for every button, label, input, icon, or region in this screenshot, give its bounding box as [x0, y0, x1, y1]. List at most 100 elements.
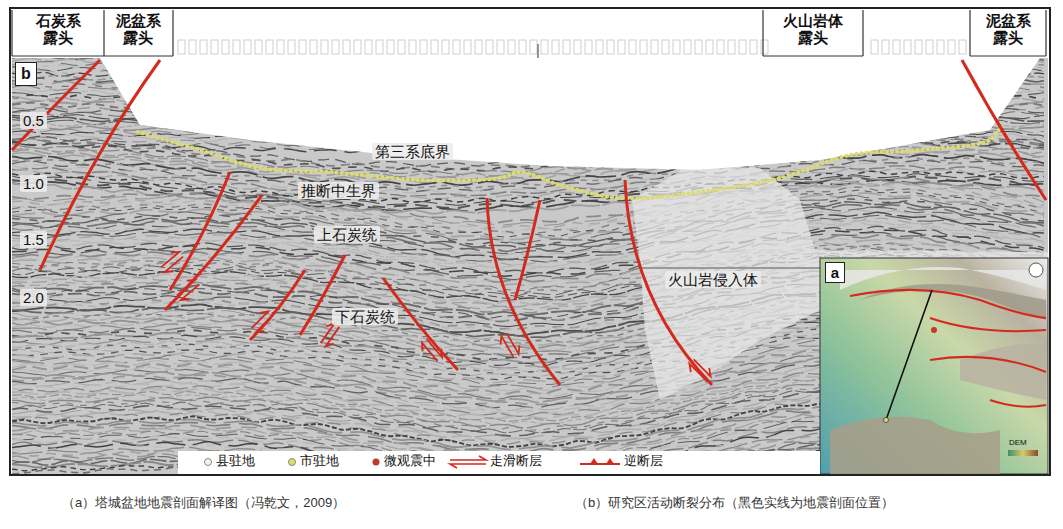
- seismic-trace: [12, 84, 1044, 95]
- shotpoint-tick: [574, 40, 581, 54]
- slip-arrows: [686, 356, 714, 384]
- slip-arrow: [248, 308, 269, 329]
- reflector: [640, 267, 822, 269]
- relief: [830, 417, 1000, 474]
- seismic-trace: [12, 86, 1044, 98]
- outcrop-bracket: [763, 56, 863, 57]
- shotpoint-tick: [519, 40, 526, 54]
- shotpoint-tick: [299, 40, 306, 54]
- active-fault: [930, 318, 1046, 331]
- shotpoint-tick: [178, 40, 185, 54]
- shotpoint-tick: [530, 40, 537, 54]
- shotpoint-tick: [365, 40, 372, 54]
- frame: [10, 8, 1050, 475]
- shotpoint-tick: [376, 40, 383, 54]
- shotpoint-tick: [354, 40, 361, 54]
- outcrop-bracket: [172, 10, 173, 56]
- shotpoint-tick: [618, 40, 625, 54]
- active-fault: [850, 290, 1046, 318]
- shotpoint-tick: [409, 40, 416, 54]
- shotpoint-tick: [640, 40, 647, 54]
- shotpoint-tick: [189, 40, 196, 54]
- shotpoint-tick: [277, 40, 284, 54]
- fault-line: [962, 60, 1046, 200]
- shotpoint-tick: [200, 40, 207, 54]
- seismic-ground: [12, 58, 1048, 474]
- slip-arrow: [418, 343, 437, 365]
- shotpoint-tick: [761, 40, 768, 54]
- shotpoint-ticks: [12, 10, 1046, 58]
- shotpoint-tick: [662, 40, 669, 54]
- thrust-tooth: [606, 458, 614, 464]
- dem-label: DEM: [1009, 438, 1027, 447]
- shotpoint-tick: [904, 40, 911, 54]
- panel-letter-box: a: [825, 262, 845, 283]
- shotpoint-tick: [442, 40, 449, 54]
- slip-arrow: [694, 356, 715, 377]
- shotpoint-tick: [717, 40, 724, 54]
- fault-line: [250, 270, 305, 340]
- seismic-trace: [12, 66, 1044, 78]
- shotpoint-tick: [673, 40, 680, 54]
- seismic-trace: [12, 103, 1044, 115]
- slip-arrow: [256, 316, 277, 337]
- shotpoint-tick: [222, 40, 229, 54]
- outcrop-label: 火山岩体露头: [780, 12, 846, 47]
- time-axis-value: 2.0: [20, 289, 47, 306]
- seismic-trace: [12, 100, 1044, 112]
- legend-text: 微观震中: [384, 454, 436, 468]
- shotpoint-tick: [937, 40, 944, 54]
- outcrop-bracket: [862, 10, 863, 56]
- shotpoint-tick: [475, 40, 482, 54]
- shotpoint-tick: [893, 40, 900, 54]
- strike-slip-symbol: [450, 464, 486, 468]
- shotpoint-tick: [651, 40, 658, 54]
- tertiary-base-line: [138, 128, 1000, 198]
- fault-line: [515, 200, 540, 300]
- dem-scale: [1008, 450, 1038, 456]
- shotpoint-tick: [211, 40, 218, 54]
- epicenter: [931, 327, 937, 333]
- relief: [960, 344, 1046, 400]
- seismic-trace: [12, 55, 1044, 67]
- slip-arrow: [326, 327, 344, 350]
- slip-arrow: [174, 276, 196, 295]
- shotpoint-tick: [706, 40, 713, 54]
- city-dot: [884, 418, 889, 423]
- seismic-trace: [12, 125, 1044, 137]
- seismic-trace: [12, 97, 1044, 109]
- figure-caption: （a）塔城盆地地震剖面解译图（冯乾文，2009）: [62, 496, 345, 511]
- shotpoint-tick: [486, 40, 493, 54]
- shotpoint-tick: [629, 40, 636, 54]
- seismic-trace: [12, 77, 1044, 89]
- fault-line: [487, 198, 560, 385]
- time-axis-value: 0.5: [20, 112, 47, 129]
- slip-arrow: [497, 336, 513, 359]
- outcrop-bracket: [104, 56, 173, 57]
- shotpoint-tick: [321, 40, 328, 54]
- shotpoint-tick: [541, 40, 548, 54]
- legend-text: 走滑断层: [490, 454, 542, 468]
- shotpoint-tick: [244, 40, 251, 54]
- shotpoint-tick: [431, 40, 438, 54]
- shotpoint-tick: [871, 40, 878, 54]
- seismic-trace: [12, 58, 1044, 70]
- profile-mark: [538, 44, 539, 58]
- time-axis-value: 1.0: [20, 175, 47, 192]
- fault-line: [12, 60, 100, 150]
- legend-bar: [178, 451, 820, 474]
- shotpoint-tick: [387, 40, 394, 54]
- unit-label: 推断中生界: [298, 182, 379, 199]
- shotpoint-tick: [508, 40, 515, 54]
- shotpoint-tick: [420, 40, 427, 54]
- shotpoint-tick: [453, 40, 460, 54]
- seismic-trace: [12, 89, 1044, 100]
- seismic-traces: [12, 52, 1048, 497]
- seismic-trace: [12, 69, 1044, 81]
- fault-line: [40, 60, 160, 270]
- slip-arrow: [686, 364, 707, 385]
- seismic-trace: [12, 61, 1044, 72]
- seismic-trace: [12, 117, 1044, 128]
- legend-text: 逆断层: [624, 454, 663, 468]
- shotpoint-tick: [607, 40, 614, 54]
